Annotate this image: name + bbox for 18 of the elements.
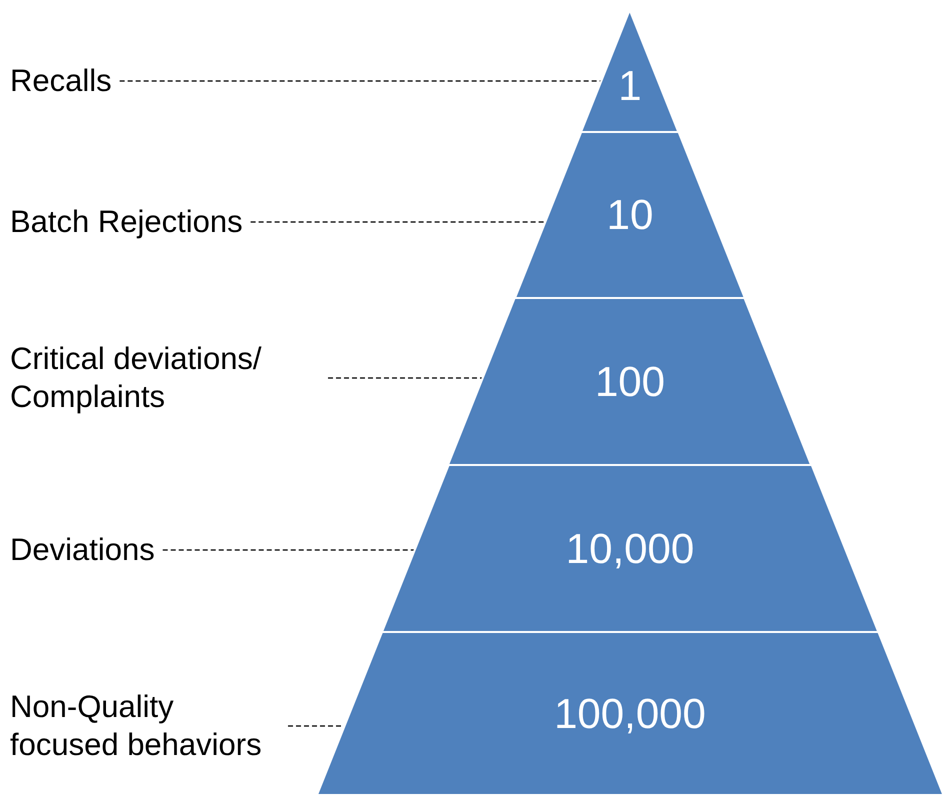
- leader-line: [328, 377, 484, 379]
- pyramid-tier: [382, 465, 878, 632]
- leader-line: [120, 80, 602, 82]
- tier-value: 1: [617, 60, 643, 111]
- pyramid-tier: [316, 632, 944, 795]
- level-label: Deviations: [10, 531, 155, 569]
- pyramid-tier: [448, 298, 812, 465]
- pyramid-tier: [581, 10, 679, 132]
- tier-value: 10: [606, 190, 654, 240]
- tier-value: 10,000: [564, 524, 696, 574]
- leader-line: [162, 549, 415, 551]
- leader-line: [250, 221, 546, 223]
- level-label: Recalls: [10, 62, 112, 100]
- tier-value: 100: [594, 356, 666, 406]
- level-label: Non-Quality focused behaviors: [10, 688, 280, 764]
- tier-value: 100,000: [553, 688, 707, 738]
- level-label: Critical deviations/ Complaints: [10, 340, 320, 416]
- level-label: Batch Rejections: [10, 203, 243, 241]
